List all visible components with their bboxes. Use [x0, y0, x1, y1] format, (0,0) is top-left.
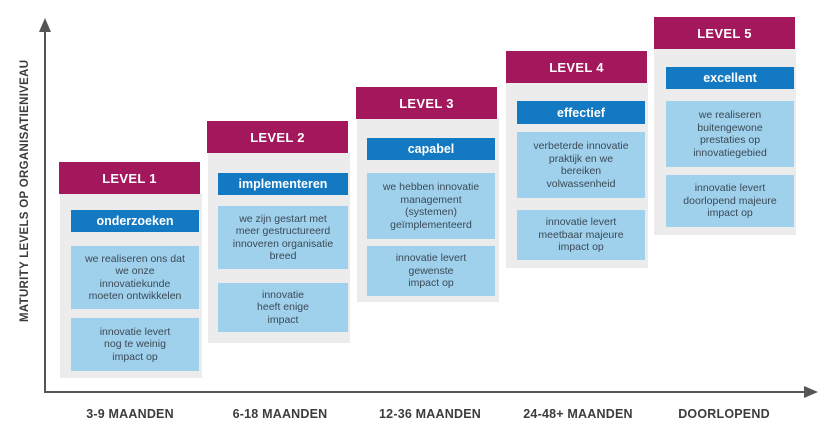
level-4-box-2: innovatie levert meetbaar majeure impact… — [517, 210, 645, 260]
period-label-2: 6-18 MAANDEN — [232, 407, 328, 421]
level-3-tag: capabel — [367, 138, 495, 160]
level-5-box-1: we realiseren buitengewone prestaties op… — [666, 101, 794, 167]
y-axis-arrow — [39, 18, 51, 32]
level-3-box-2: innovatie levert gewenste impact op — [367, 246, 495, 296]
level-5-box-2: innovatie levert doorlopend majeure impa… — [666, 175, 794, 227]
level-1-box-2: innovatie levert nog te weinig impact op — [71, 318, 199, 371]
level-1-box-1: we realiseren ons dat we onze innovatiek… — [71, 246, 199, 309]
level-3-box-1: we hebben innovatie management (systemen… — [367, 173, 495, 239]
level-5-tag: excellent — [666, 67, 794, 89]
period-label-1: 3-9 MAANDEN — [86, 407, 174, 421]
level-4-box-1: verbeterde innovatie praktijk en we bere… — [517, 132, 645, 198]
level-2-header: LEVEL 2 — [207, 121, 348, 153]
period-label-5: DOORLOPEND — [678, 407, 770, 421]
level-1-tag: onderzoeken — [71, 210, 199, 232]
period-label-4: 24-48+ MAANDEN — [523, 407, 633, 421]
x-axis-arrow — [804, 386, 818, 398]
period-label-3: 12-36 MAANDEN — [379, 407, 481, 421]
level-2-tag: implementeren — [218, 173, 348, 195]
y-axis-label: MATURITY LEVELS OP ORGANISATIENIVEAU — [19, 59, 31, 322]
level-1-header: LEVEL 1 — [59, 162, 200, 194]
level-4-header: LEVEL 4 — [506, 51, 647, 83]
level-3-header: LEVEL 3 — [356, 87, 497, 119]
level-4-tag: effectief — [517, 101, 645, 124]
level-5-header: LEVEL 5 — [654, 17, 795, 49]
level-2-box-1: we zijn gestart met meer gestructureerd … — [218, 206, 348, 269]
level-2-box-2: innovatie heeft enige impact — [218, 283, 348, 332]
